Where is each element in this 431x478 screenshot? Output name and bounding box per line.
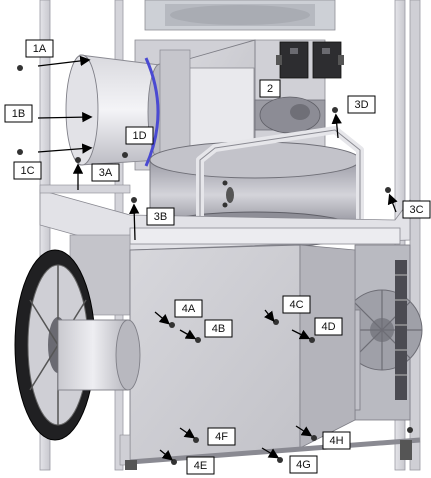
callout-3D-label: 3D [354,99,368,111]
callout-1D: 1D [125,126,154,145]
wheel-assembly [14,249,141,441]
callout-3A: 3A [91,163,120,182]
side-fan-grill [341,244,423,421]
callout-4C: 4C [282,295,311,314]
callout-3D: 3D [347,95,376,114]
callout-4C-label: 4C [289,299,303,311]
callout-3B: 3B [146,207,175,226]
support-bracket [196,126,364,232]
leader-arrows [37,55,398,461]
callout-2-label: 2 [267,83,273,95]
callout-3C: 3C [402,200,431,219]
callout-3C-label: 3C [409,204,423,216]
relay-switches [276,41,344,79]
callout-3A-label: 3A [99,167,113,179]
callout-1A: 1A [25,39,54,58]
callout-1C: 1C [13,161,42,180]
callout-4A: 4A [174,299,203,318]
callout-4E: 4E [186,456,215,475]
callout-1B: 1B [4,104,33,123]
callout-4H: 4H [322,431,351,450]
callout-4A-label: 4A [182,303,196,315]
callout-4B-label: 4B [212,323,225,335]
callout-4H-label: 4H [329,435,343,447]
callout-4B: 4B [204,319,233,338]
callout-1D-label: 1D [132,130,146,142]
callout-1C-label: 1C [20,165,34,177]
front-panel [119,244,421,470]
fan-motor [254,96,326,134]
callout-2: 2 [259,79,281,98]
callout-3B-label: 3B [154,211,167,223]
callout-4G: 4G [289,455,318,474]
callout-4D-label: 4D [321,321,335,333]
frame-structure [39,0,421,471]
callout-4F: 4F [207,427,236,446]
callout-1B-label: 1B [12,108,25,120]
callout-4F-label: 4F [215,431,228,443]
callout-1A-label: 1A [33,43,47,55]
callout-4E-label: 4E [194,460,207,472]
callout-4D: 4D [314,317,343,336]
callout-4G-label: 4G [296,459,311,471]
